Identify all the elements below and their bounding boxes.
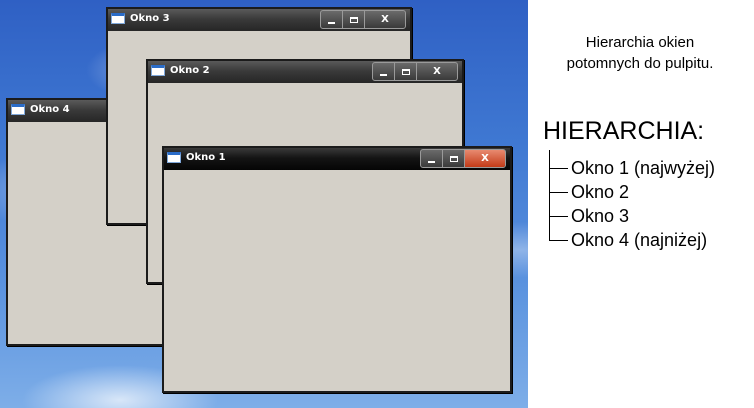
minimize-button[interactable] [421,150,443,167]
window-app-icon [11,104,25,115]
tree-branch [549,167,568,169]
window-title: Okno 4 [30,104,70,115]
hierarchy-note: Hierarchia okien potomnych do pulpitu. [540,32,740,74]
minimize-icon [428,160,435,163]
window-title: Okno 3 [130,13,170,24]
close-button[interactable]: X [417,63,457,80]
window-titlebar[interactable]: Okno 3 X [108,9,410,31]
tree-item-label: Okno 2 [571,181,630,202]
window-app-icon [167,152,181,163]
tree-item-label: Okno 4 (najniżej) [571,229,708,250]
caption-buttons: X [320,10,406,29]
tree-item: Okno 1 (najwyżej) [549,156,715,180]
close-icon: X [381,14,389,25]
close-icon: X [481,153,489,164]
close-icon: X [433,66,441,77]
minimize-icon [380,73,387,76]
window-title: Okno 2 [170,65,210,76]
minimize-button[interactable] [373,63,395,80]
hierarchy-heading: HIERARCHIA: [543,117,705,145]
desktop-background: Okno 4 Okno 3 X Okno 2 X [0,0,528,408]
minimize-icon [328,21,335,24]
tree-connector [549,150,550,240]
window-title: Okno 1 [186,152,226,163]
window-titlebar[interactable]: Okno 2 X [148,61,462,83]
tree-item: Okno 2 [549,180,629,204]
note-line-1: Hierarchia okien [585,34,695,51]
tree-item-label: Okno 1 (najwyżej) [571,157,716,178]
window-app-icon [111,13,125,24]
window-okno-1[interactable]: Okno 1 X [162,146,512,393]
tree-branch [549,191,568,193]
tree-branch [549,239,568,241]
window-app-icon [151,65,165,76]
window-client-area[interactable] [164,170,510,391]
tree-item: Okno 3 [549,204,629,228]
close-button[interactable]: X [365,11,405,28]
caption-buttons: X [372,62,458,81]
maximize-button[interactable] [343,11,365,28]
maximize-button[interactable] [443,150,465,167]
caption-buttons: X [420,149,506,168]
note-line-2: potomnych do pulpitu. [566,55,714,72]
maximize-button[interactable] [395,63,417,80]
maximize-icon [349,16,358,23]
tree-branch [549,215,568,217]
hierarchy-panel: Hierarchia okien potomnych do pulpitu. H… [528,0,754,408]
minimize-button[interactable] [321,11,343,28]
window-titlebar[interactable]: Okno 1 X [164,148,510,170]
tree-item-label: Okno 3 [571,205,630,226]
tree-item: Okno 4 (najniżej) [549,228,707,252]
maximize-icon [401,68,410,75]
close-button[interactable]: X [465,150,505,167]
maximize-icon [449,155,458,162]
